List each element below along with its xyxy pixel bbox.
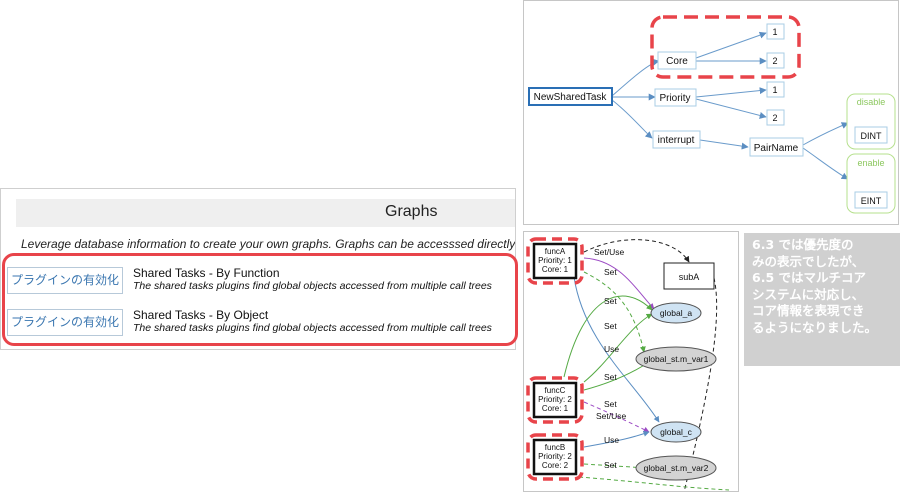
func-highlight-frame xyxy=(526,376,584,424)
func-core: Core: 2 xyxy=(542,461,569,470)
func-priority: Priority: 2 xyxy=(538,452,572,461)
func-highlight-frame xyxy=(526,433,584,481)
plugin-description: The shared tasks plugins find global obj… xyxy=(133,322,492,334)
graphs-description: Leverage database information to create … xyxy=(21,237,516,251)
tree-edges xyxy=(611,31,849,180)
edge-label: Set/Use xyxy=(596,411,627,421)
func-name: funcC xyxy=(545,386,566,395)
plugin-row-by-function: プラグインの有効化 Shared Tasks - By Function The… xyxy=(7,265,515,299)
node-core-2-label: 2 xyxy=(772,56,777,66)
func-name: funcA xyxy=(545,247,566,256)
cluster-enable: enable EINT xyxy=(846,153,896,214)
node-priority-1: 1 xyxy=(766,81,785,98)
graphs-header: Graphs xyxy=(16,199,515,227)
shared-objects-graph: Set/Use Set Set Set Use Set Set Set/Use … xyxy=(523,231,739,492)
func-priority: Priority: 2 xyxy=(538,395,572,404)
graphs-title: Graphs xyxy=(385,203,438,220)
node-global-c-label: global_c xyxy=(660,427,692,437)
node-priority-2: 2 xyxy=(766,109,785,126)
edge-label: Set xyxy=(604,267,617,277)
node-core-2: 2 xyxy=(766,52,785,69)
edge-label: Set xyxy=(604,296,617,306)
node-funcb: funcB Priority: 2 Core: 2 xyxy=(526,433,584,481)
node-core-1-label: 1 xyxy=(772,27,777,37)
node-global-a-label: global_a xyxy=(660,308,692,318)
core-highlight-frame xyxy=(650,15,801,79)
shared-task-tree-graph: NewSharedTask Core Priority interrupt Pa… xyxy=(523,0,899,225)
node-global-c: global_c xyxy=(650,421,702,443)
edge-label: Use xyxy=(604,344,619,354)
annotation-note: 6.3 では優先度の みの表示でしたが、 6.5 ではマルチコア システムに対応… xyxy=(744,233,900,366)
edge-label: Set xyxy=(604,372,617,382)
plugin-name: Shared Tasks - By Function xyxy=(133,266,280,280)
cluster-enable-label: enable xyxy=(857,158,884,168)
enable-plugin-button-by-function[interactable]: プラグインの有効化 xyxy=(7,267,123,294)
node-global-st-m-var2: global_st.m_var2 xyxy=(635,455,717,481)
edge-label: Use xyxy=(604,435,619,445)
plugin-name: Shared Tasks - By Object xyxy=(133,308,269,322)
edge-label: Set xyxy=(604,399,617,409)
node-global-st-m-var2-label: global_st.m_var2 xyxy=(644,463,709,473)
edge-labels: Set/Use Set Set Set Use Set Set Set/Use … xyxy=(594,247,627,470)
node-global-a: global_a xyxy=(650,302,702,324)
node-core: Core xyxy=(657,51,697,70)
func-highlight-frame xyxy=(526,237,584,285)
tree-graph-canvas: NewSharedTask Core Priority interrupt Pa… xyxy=(528,15,896,214)
node-funcc: funcC Priority: 2 Core: 1 xyxy=(526,376,584,424)
edge-label: Set/Use xyxy=(594,247,625,257)
node-priority-label: Priority xyxy=(659,93,690,104)
plugin-row-by-object: プラグインの有効化 Shared Tasks - By Object The s… xyxy=(7,307,515,341)
node-pairname: PairName xyxy=(749,137,804,157)
plugin-description: The shared tasks plugins find global obj… xyxy=(133,280,492,292)
annotation-note-text: 6.3 では優先度の みの表示でしたが、 6.5 ではマルチコア システムに対応… xyxy=(752,237,878,335)
objects-graph-canvas: Set/Use Set Set Set Use Set Set Set/Use … xyxy=(526,237,730,491)
node-core-1: 1 xyxy=(766,23,785,40)
node-global-st-m-var1-label: global_st.m_var1 xyxy=(644,354,709,364)
node-pairname-label: PairName xyxy=(754,143,799,154)
node-core-label: Core xyxy=(666,56,688,67)
plugins-panel: Graphs Leverage database information to … xyxy=(0,188,516,350)
node-priority: Priority xyxy=(654,88,697,107)
node-root-label: NewSharedTask xyxy=(534,92,608,103)
node-priority-1-label: 1 xyxy=(772,85,777,95)
node-funca: funcA Priority: 1 Core: 1 xyxy=(526,237,584,285)
edge-label: Set xyxy=(604,321,617,331)
node-dint-label: DINT xyxy=(861,131,882,141)
node-suba-label: subA xyxy=(679,272,700,282)
func-priority: Priority: 1 xyxy=(538,256,572,265)
node-root: NewSharedTask xyxy=(528,87,613,106)
func-core: Core: 1 xyxy=(542,404,569,413)
node-priority-2-label: 2 xyxy=(772,113,777,123)
node-eint-label: EINT xyxy=(861,196,882,206)
cluster-disable: disable DINT xyxy=(846,93,896,150)
cluster-disable-label: disable xyxy=(857,97,886,107)
func-core: Core: 1 xyxy=(542,265,569,274)
node-global-st-m-var1: global_st.m_var1 xyxy=(635,346,717,372)
enable-plugin-button-by-object[interactable]: プラグインの有効化 xyxy=(7,309,123,336)
node-interrupt: interrupt xyxy=(652,130,701,149)
node-interrupt-label: interrupt xyxy=(658,135,695,146)
func-name: funcB xyxy=(545,443,565,452)
edge-label: Set xyxy=(604,460,617,470)
node-suba: subA xyxy=(663,262,715,290)
